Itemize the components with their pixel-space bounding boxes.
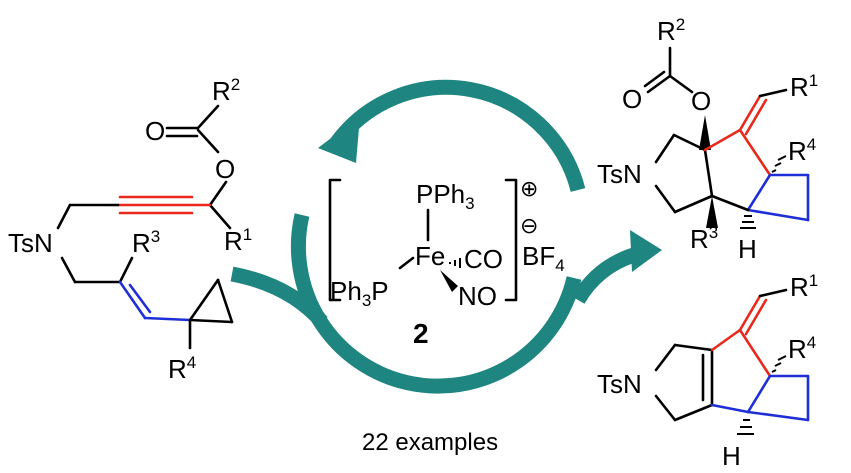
substrate-tsn-label: TsN (8, 228, 53, 258)
counterion-label: BF4 (522, 241, 565, 275)
fe-co-hashed-bond (449, 258, 461, 268)
product-top-h-label: H (738, 234, 757, 264)
pph3-top-label: PPh3 (416, 179, 475, 213)
product-top-hashed-h (740, 215, 756, 229)
product-bottom-tsn-label: TsN (597, 369, 642, 399)
product-top-hashed-r4 (771, 155, 787, 173)
bracket-left (328, 178, 342, 302)
fe-no-wedge-bond (440, 270, 458, 292)
cation-charge: ⊕ (520, 176, 538, 201)
catalyst-2: PPh3 Fe Ph3P CO NO ⊕ ⊖ BF4 2 (328, 176, 565, 349)
fe-p-left-bond (398, 256, 415, 270)
product-bottom-r4-label: R4 (788, 333, 816, 364)
product-top-carbonyl-o: O (622, 84, 642, 114)
substrate-ester-o: O (215, 154, 235, 184)
product-bottom-h-label: H (722, 441, 741, 471)
catalyst-number: 2 (413, 318, 429, 349)
substrate-r2-label: R2 (212, 75, 240, 106)
product-bottom-hashed-h (737, 419, 754, 435)
cycle-arc-top (328, 79, 586, 192)
catalytic-cycle (230, 79, 662, 394)
anion-charge: ⊖ (520, 213, 538, 238)
ph3p-left-label: Ph3P (330, 276, 389, 310)
co-label: CO (464, 244, 503, 274)
no-label: NO (458, 281, 497, 311)
product-top: R2 O O TsN R1 R4 R3 (597, 15, 818, 264)
product-top-r4-label: R4 (788, 135, 816, 166)
cycle-arc-bottom (290, 213, 582, 394)
substrate-r4-label: R4 (168, 353, 196, 384)
product-top-r3-label: R3 (690, 223, 718, 254)
substrate-r3-label: R3 (132, 227, 160, 258)
product-bottom-hashed-r4 (771, 355, 787, 373)
substrate-carbonyl-o: O (145, 116, 165, 146)
product-top-tsn-label: TsN (597, 159, 642, 189)
outgoing-arrowhead (630, 230, 662, 272)
cycle-arrowhead-left (318, 116, 360, 163)
substrate-r1-label: R1 (224, 225, 252, 256)
product-top-ester-o: O (691, 86, 711, 116)
product-bottom-r1-label: R1 (790, 271, 818, 302)
incoming-substrate-arrow (230, 266, 328, 328)
substrate: R2 O O R1 TsN R3 R4 (8, 75, 252, 384)
product-top-r1-label: R1 (790, 71, 818, 102)
fe-label: Fe (415, 241, 445, 271)
bracket-right (504, 178, 518, 302)
product-top-r2-label: R2 (657, 15, 685, 46)
examples-caption: 22 examples (362, 429, 498, 456)
product-bottom: TsN R1 R4 H (597, 271, 818, 471)
